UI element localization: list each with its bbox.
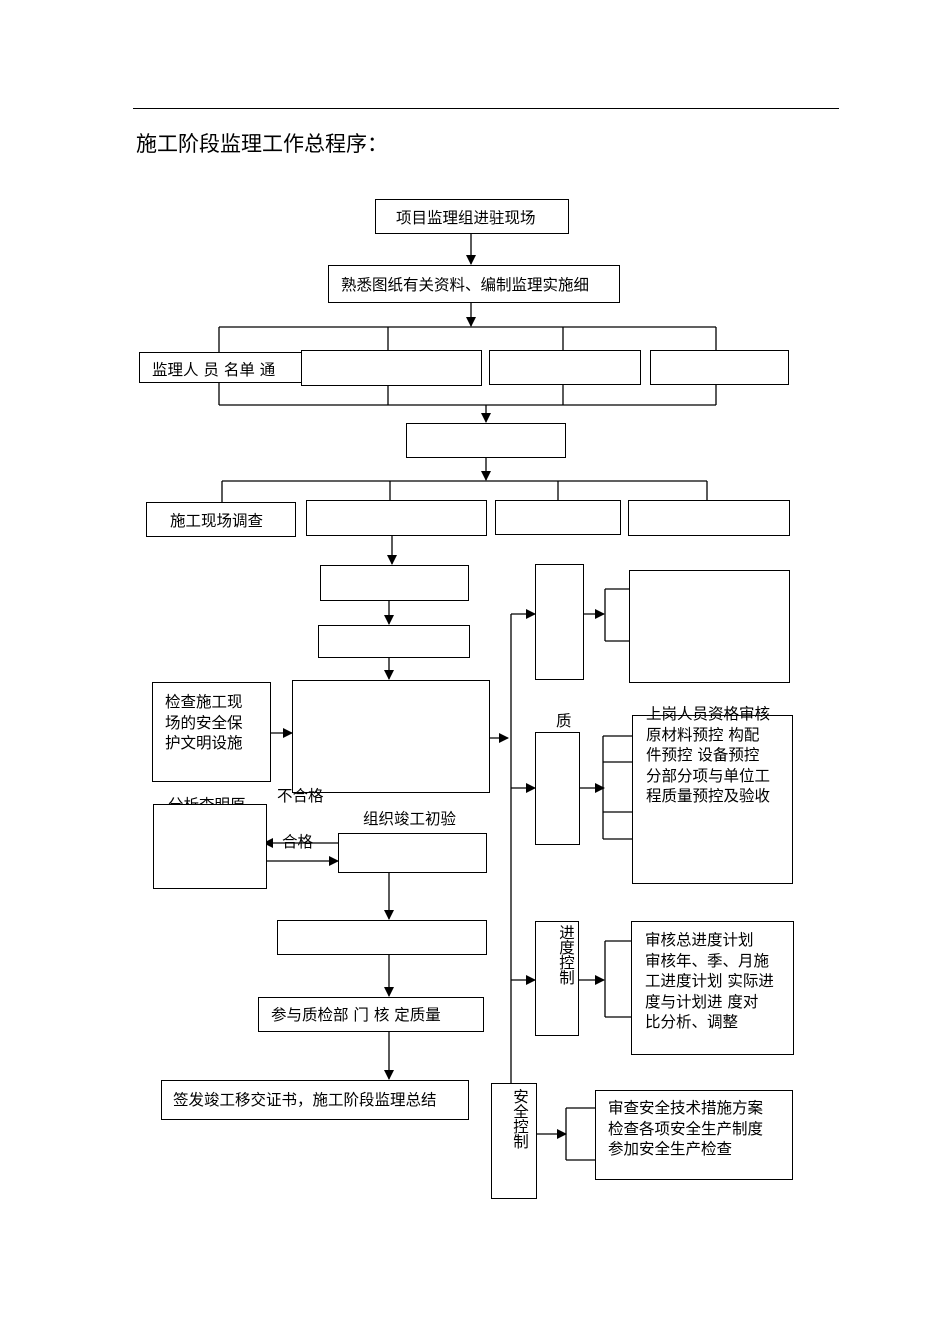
progress-control-label: 进度控制 <box>559 924 575 987</box>
arrive-site-label: 项目监理组进驻现场 <box>396 209 536 227</box>
header-rule <box>133 108 839 109</box>
quality-detail-line-2: 原材料预控 构配 <box>646 725 760 744</box>
check-safety-text: 检查施工现 场的安全保 护文明设施 <box>165 692 265 754</box>
safety-detail-line-1: 审查安全技术措施方案 <box>608 1099 764 1117</box>
check-safety-line-2: 场的安全保 <box>165 713 243 732</box>
quality-control-box <box>535 732 580 845</box>
analysis-cause-label: 分析查明原 <box>168 795 246 804</box>
safety-detail-text: 审查安全技术措施方案 检查各项安全生产制度 参加安全生产检查 <box>608 1098 792 1160</box>
page-title: 施工阶段监理工作总程序： <box>136 132 388 156</box>
check-safety-line-3: 护文明设施 <box>165 734 243 752</box>
row2-box-4 <box>628 500 790 536</box>
safety-control-label: 安全控制 <box>513 1088 529 1151</box>
control-1-box <box>535 564 584 680</box>
row2-box-3 <box>495 500 621 535</box>
progress-detail-line-4: 度与计划进 度对 <box>645 992 759 1011</box>
safety-control-box <box>491 1083 537 1199</box>
qualified-label: 合格 <box>282 833 314 851</box>
completion-box <box>161 1080 469 1120</box>
analysis-cause-clip: 分析查明原 <box>168 792 246 804</box>
prepare-docs-label: 熟悉图纸有关资料、编制监理实施细 <box>341 276 590 294</box>
prepare-docs-box <box>328 265 620 303</box>
site-survey-box <box>146 502 296 537</box>
completion-label: 签发竣工移交证书，施工阶段监理总结 <box>173 1091 437 1109</box>
unqualified-label: 不合格 <box>277 787 324 805</box>
arrive-site-box <box>375 199 569 234</box>
progress-detail-line-1: 审核总进度计划 <box>645 931 754 949</box>
progress-detail-text: 审核总进度计划 审核年、季、月施 工进度计划 实际进 度与计划进 度对 比分析、… <box>645 930 793 1033</box>
row2-box-2 <box>306 500 487 536</box>
quality-detail-line-1: 上岗人员资格审核 <box>646 705 771 723</box>
quality-control-label: 质 <box>556 712 572 730</box>
row1-box-3 <box>489 350 641 385</box>
personnel-box <box>139 352 302 383</box>
progress-detail-line-2: 审核年、季、月施 <box>645 951 770 970</box>
progress-detail-box <box>631 921 794 1055</box>
quality-detail-box <box>632 715 793 884</box>
safety-detail-box <box>595 1090 793 1180</box>
analysis-box <box>153 804 267 889</box>
quality-detail-line-3: 件预控 设备预控 <box>646 746 760 764</box>
quality-detail-line-5: 程质量预控及验收 <box>646 787 771 805</box>
check-safety-box <box>152 682 271 782</box>
quality-detail-line-4: 分部分项与单位工 <box>646 766 771 785</box>
site-survey-label: 施工现场调查 <box>170 512 264 530</box>
check-safety-line-1: 检查施工现 <box>165 693 243 711</box>
row1-box-2 <box>301 350 482 386</box>
safety-detail-line-2: 检查各项安全生产制度 <box>608 1119 764 1138</box>
progress-detail-line-3: 工进度计划 实际进 <box>645 972 774 990</box>
quality-detail-text: 上岗人员资格审核 原材料预控 构配 件预控 设备预控 分部分项与单位工 程质量预… <box>646 704 796 807</box>
organize-inspection-label: 组织竣工初验 <box>363 810 457 828</box>
quality-rating-box <box>258 997 484 1032</box>
personnel-label: 监理人 员 名单 通 <box>152 361 276 379</box>
step-box-2 <box>318 625 470 658</box>
inspection-box <box>338 833 487 873</box>
progress-detail-line-5: 比分析、调整 <box>645 1013 739 1031</box>
row1-box-4 <box>650 350 789 385</box>
control-1-detail-box <box>629 570 790 683</box>
step-box-1 <box>320 565 469 601</box>
merge-box-1 <box>406 423 566 458</box>
construction-process-box <box>292 680 490 793</box>
safety-detail-line-3: 参加安全生产检查 <box>608 1140 733 1158</box>
quality-rating-label: 参与质检部 门 核 定质量 <box>271 1006 441 1024</box>
progress-control-box <box>535 921 579 1036</box>
step-box-3 <box>277 920 487 955</box>
